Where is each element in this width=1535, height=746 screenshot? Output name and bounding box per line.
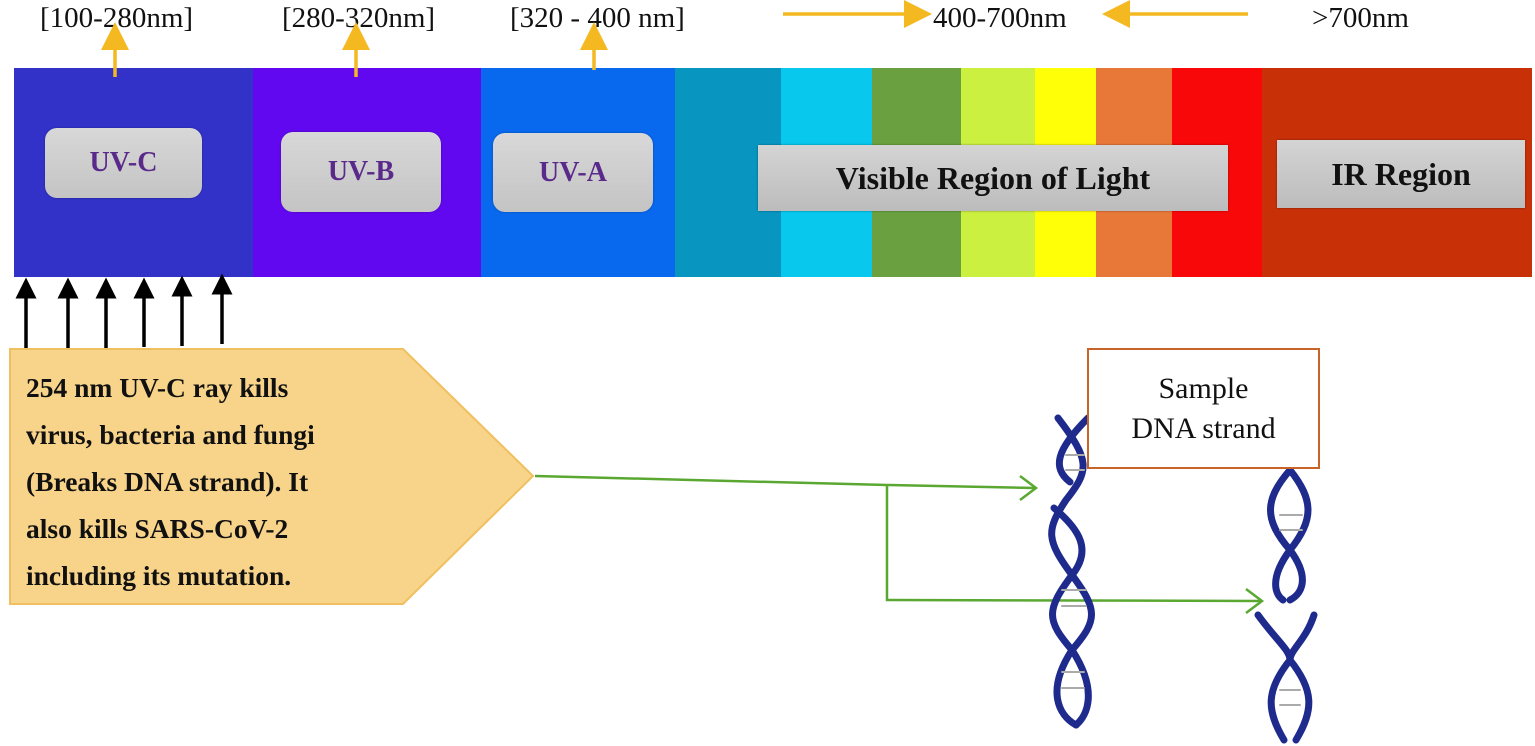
range-pointer-arrows [101,0,1248,77]
callout-shape [9,348,535,605]
sample-dna-label: Sample DNA strand [1087,348,1320,469]
sample-label-line2: DNA strand [1131,411,1276,445]
ir-region-label: IR Region [1277,140,1525,208]
connector-lower-head [1245,588,1265,614]
callout-text: 254 nm UV-C ray kills virus, bacteria an… [26,364,446,599]
visible-region-label: Visible Region of Light [758,145,1228,211]
callout-line: virus, bacteria and fungi [26,419,315,450]
uv-b-label: UV-B [281,132,441,212]
uv-a-label: UV-A [493,133,653,212]
range-label-visible: 400-700nm [933,2,1067,34]
uv-c-label: UV-C [45,128,202,198]
connector-upper-head [1019,475,1039,501]
sample-label-line1: Sample [1158,371,1249,405]
connector-upper [534,474,1036,490]
connector-arrows [534,474,1265,614]
dna-strand-left [1048,414,1095,729]
callout-line: (Breaks DNA strand). It [26,466,309,497]
callout-line: 254 nm UV-C ray kills [26,372,289,403]
dna-strand-right [1254,466,1318,744]
callout-line: including its mutation. [26,560,292,591]
callout-line: also kills SARS-CoV-2 [26,513,289,544]
range-label-ir: >700nm [1312,2,1409,34]
connector-lower [885,485,1263,603]
uv-ray-arrows [15,273,233,348]
